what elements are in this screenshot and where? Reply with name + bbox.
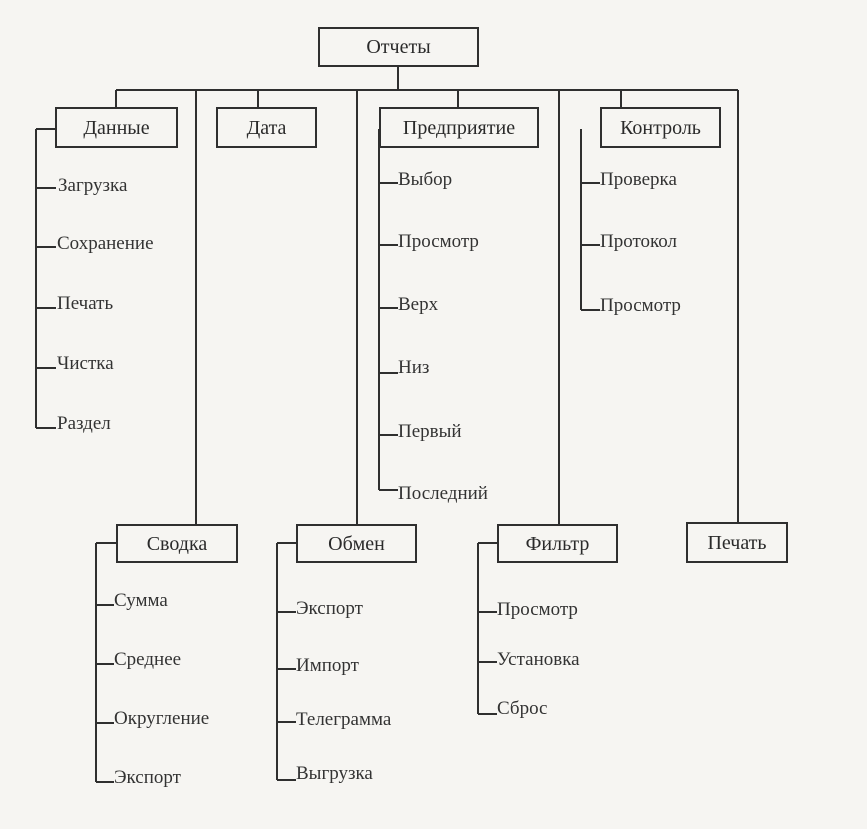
kontrol-item-protokol: Протокол [600, 231, 678, 252]
node-obmen: Обмен [296, 524, 417, 563]
node-filtr: Фильтр [497, 524, 618, 563]
svodka-item-summa: Сумма [114, 590, 168, 611]
obmen-item-vygruzka: Выгрузка [296, 763, 373, 784]
svodka-item-okruglenie: Округление [114, 708, 210, 729]
dannye-item-sokhranenie: Сохранение [57, 233, 154, 254]
node-dannye: Данные [55, 107, 178, 148]
node-predpriyatie: Предприятие [379, 107, 539, 148]
filtr-item-prosmotr: Просмотр [497, 599, 578, 620]
node-data: Дата [216, 107, 317, 148]
kontrol-item-prosmotr: Просмотр [600, 295, 681, 316]
predpriyatie-item-niz: Низ [398, 357, 430, 378]
predpriyatie-item-verkh: Верх [398, 294, 439, 315]
dannye-item-zagruzka: Загрузка [58, 175, 128, 196]
node-svodka: Сводка [116, 524, 238, 563]
dannye-item-pechat: Печать [57, 293, 114, 314]
kontrol-item-proverka: Проверка [600, 169, 677, 190]
filtr-item-sbros: Сброс [497, 698, 548, 719]
dannye-item-razdel: Раздел [57, 413, 111, 434]
obmen-item-telegramma: Телеграмма [296, 709, 392, 730]
svodka-item-srednee: Среднее [114, 649, 182, 670]
obmen-item-import: Импорт [296, 655, 359, 676]
obmen-item-eksport: Экспорт [296, 598, 363, 619]
svodka-item-eksport: Экспорт [114, 767, 181, 788]
filtr-item-ustanovka: Установка [497, 649, 580, 670]
node-otchety: Отчеты [318, 27, 479, 67]
predpriyatie-item-posledniy: Последний [398, 483, 488, 504]
predpriyatie-item-prosmotr: Просмотр [398, 231, 479, 252]
node-kontrol: Контроль [600, 107, 721, 148]
node-pechat: Печать [686, 522, 788, 563]
predpriyatie-item-vybor: Выбор [398, 169, 453, 190]
dannye-item-chistka: Чистка [57, 353, 114, 374]
predpriyatie-item-pervyi: Первый [398, 421, 462, 442]
